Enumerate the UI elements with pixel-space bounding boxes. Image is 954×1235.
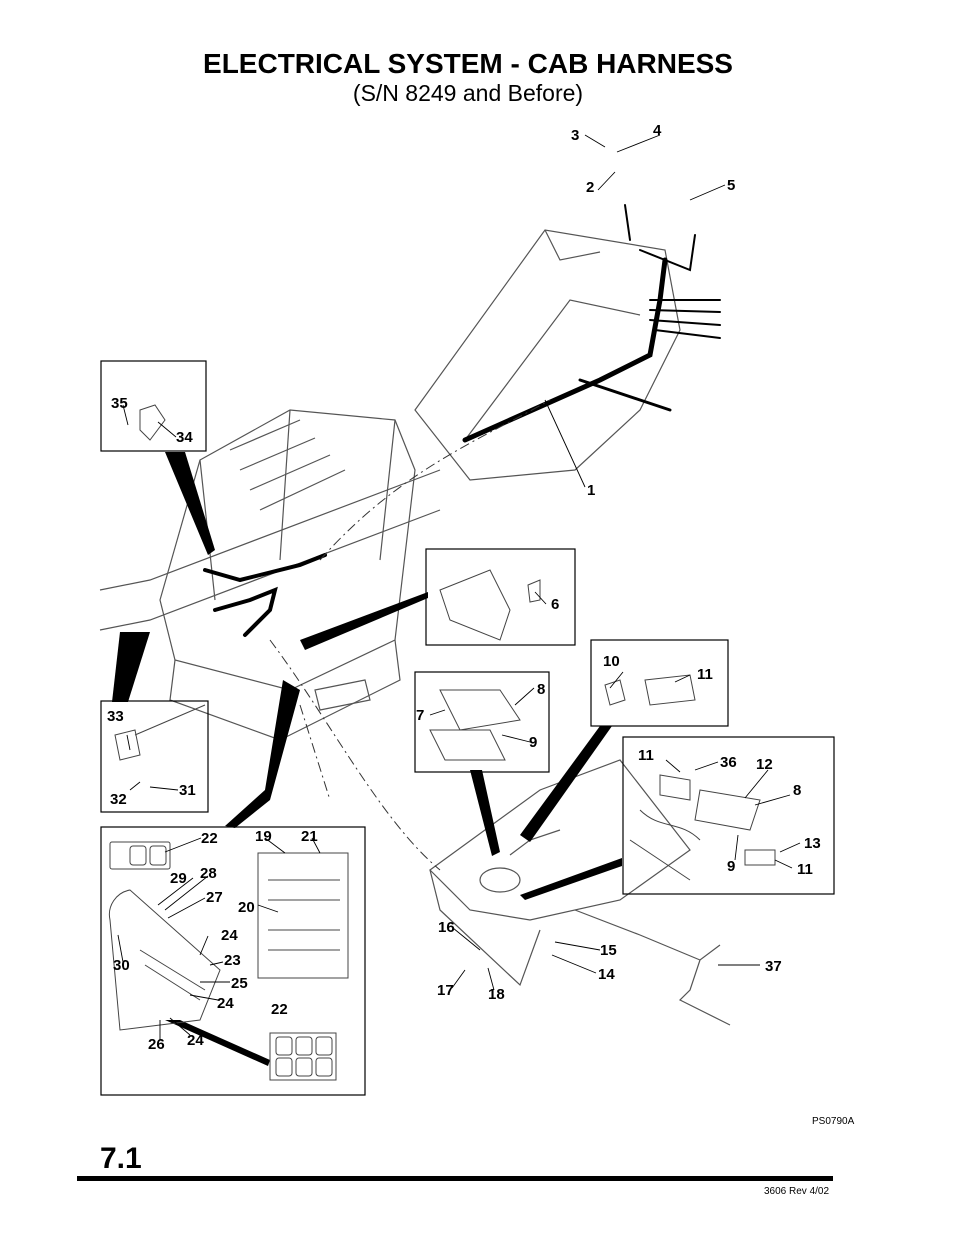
callout-9-a: 9 [529,734,537,751]
callout-11-b: 11 [638,747,654,764]
callout-24-b: 24 [217,995,234,1012]
callout-2: 2 [586,179,594,196]
callout-27: 27 [206,889,223,906]
callout-35: 35 [111,395,128,412]
callout-21: 21 [301,828,318,845]
callout-8-a: 8 [537,681,545,698]
callout-5: 5 [727,177,735,194]
section-number: 7.1 [100,1142,142,1175]
callout-12: 12 [756,756,773,773]
callout-20: 20 [238,899,255,916]
inset-frames [100,360,835,1096]
callout-24-c: 24 [187,1032,204,1049]
callout-3: 3 [571,127,579,144]
callout-13: 13 [804,835,821,852]
callout-22-b: 22 [271,1001,288,1018]
inset-details [108,404,776,1081]
callout-28: 28 [200,865,217,882]
callout-25: 25 [231,975,248,992]
callout-4: 4 [653,122,662,139]
callout-22-a: 22 [201,830,218,847]
figure-reference: PS0790A [812,1116,855,1127]
callout-11-a: 11 [697,666,713,683]
callout-31: 31 [179,782,196,799]
callout-1: 1 [587,482,595,499]
callout-18: 18 [488,986,505,1003]
callout-29: 29 [170,870,187,887]
leader-lines [117,134,801,1040]
callout-37: 37 [765,958,782,975]
page-title: ELECTRICAL SYSTEM - CAB HARNESS [203,48,733,79]
callout-15: 15 [600,942,617,959]
callout-14: 14 [598,966,615,983]
revision-info: 3606 Rev 4/02 [764,1186,830,1197]
inset-pointers [112,452,622,1066]
callout-19: 19 [255,828,272,845]
callout-23: 23 [224,952,241,969]
footer-rule [77,1176,833,1181]
callout-36: 36 [720,754,737,771]
callout-26: 26 [148,1036,165,1053]
callout-24-a: 24 [221,927,238,944]
callout-labels: 1 2 3 4 5 6 7 8 8 9 9 10 11 11 11 11 12 … [107,122,821,1053]
routing-lines [269,399,551,871]
callout-8-b: 8 [793,782,801,799]
callout-17: 17 [437,982,454,999]
callout-33: 33 [107,708,124,725]
callout-11-c: 11 [797,861,813,878]
callout-6: 6 [551,596,559,613]
callout-30: 30 [113,957,130,974]
callout-34: 34 [176,429,193,446]
machine-outline [99,229,731,1026]
callout-32: 32 [110,791,127,808]
harness-wires [203,204,721,637]
callout-10: 10 [603,653,620,670]
callout-9-b: 9 [727,858,735,875]
callout-7: 7 [416,707,424,724]
callout-16: 16 [438,919,455,936]
page-subtitle: (S/N 8249 and Before) [352,80,584,106]
